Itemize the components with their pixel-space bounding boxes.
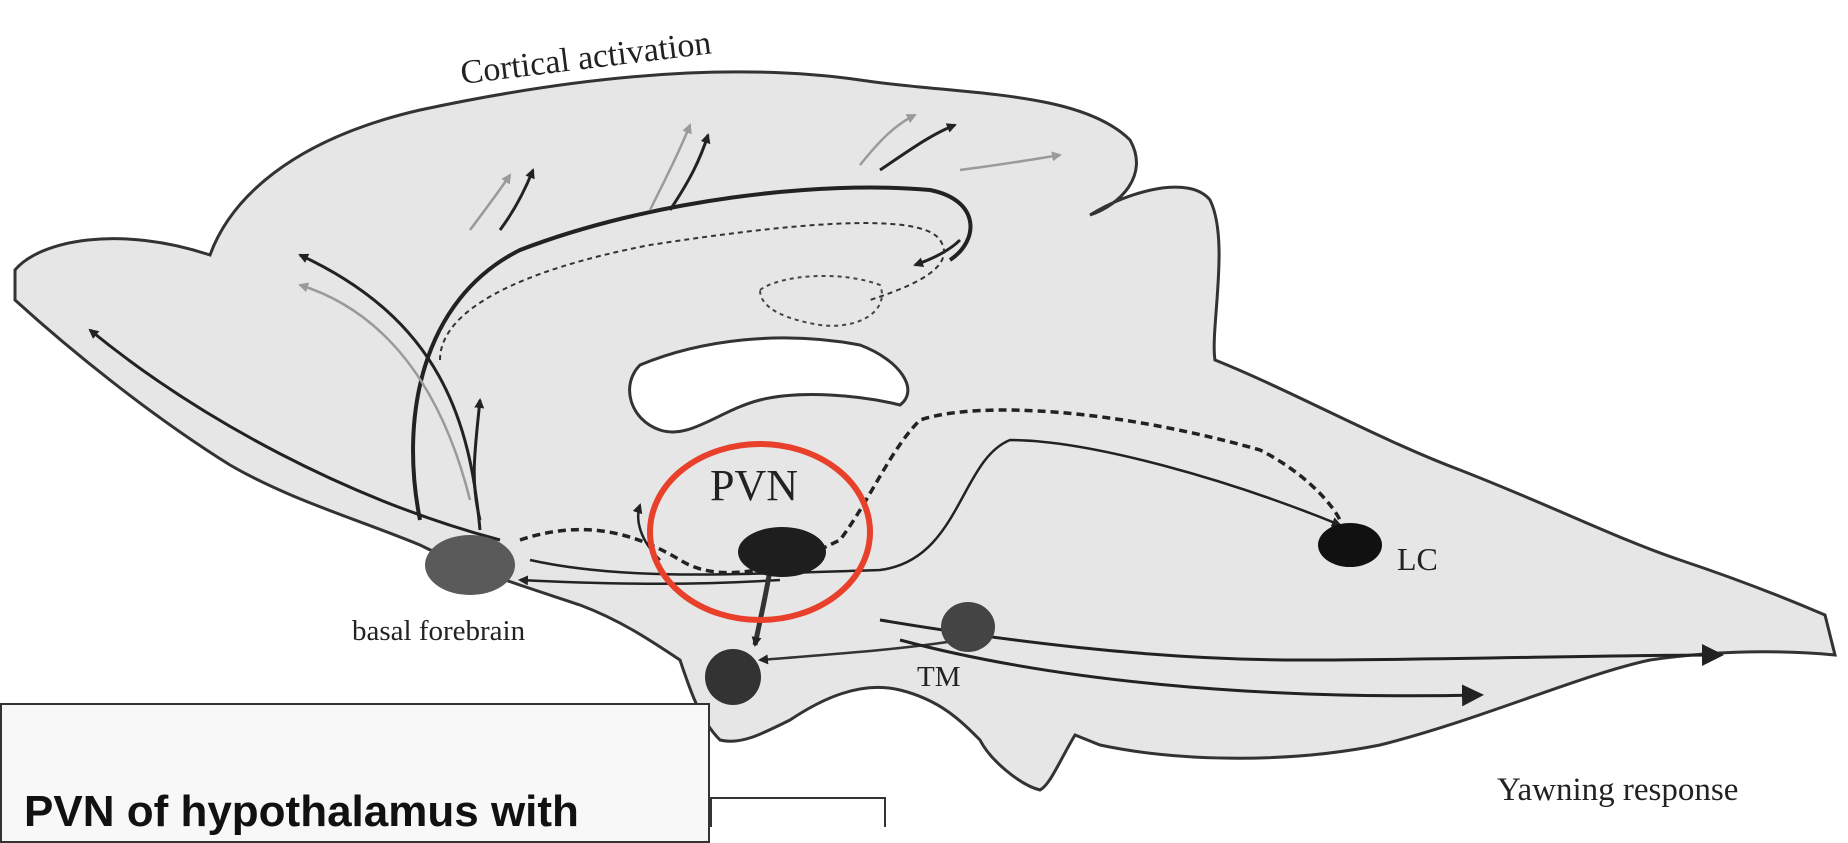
small-nucleus xyxy=(705,649,761,705)
caption-tab xyxy=(710,797,886,827)
basal-forebrain-nucleus xyxy=(425,535,515,595)
lc-nucleus xyxy=(1318,523,1382,567)
tm-nucleus xyxy=(941,602,995,652)
tm-label: TM xyxy=(917,661,961,693)
brain-diagram: Cortical activation PVN LC basal forebra… xyxy=(0,0,1848,810)
pvn-label: PVN xyxy=(710,461,798,510)
caption-text: PVN of hypothalamus with xyxy=(24,787,579,837)
pvn-nucleus xyxy=(738,527,826,577)
yawning-response-label: Yawning response xyxy=(1497,772,1738,808)
lc-label: LC xyxy=(1397,541,1438,577)
basal-forebrain-label: basal forebrain xyxy=(352,615,526,647)
caption-box: PVN of hypothalamus with xyxy=(0,703,710,843)
